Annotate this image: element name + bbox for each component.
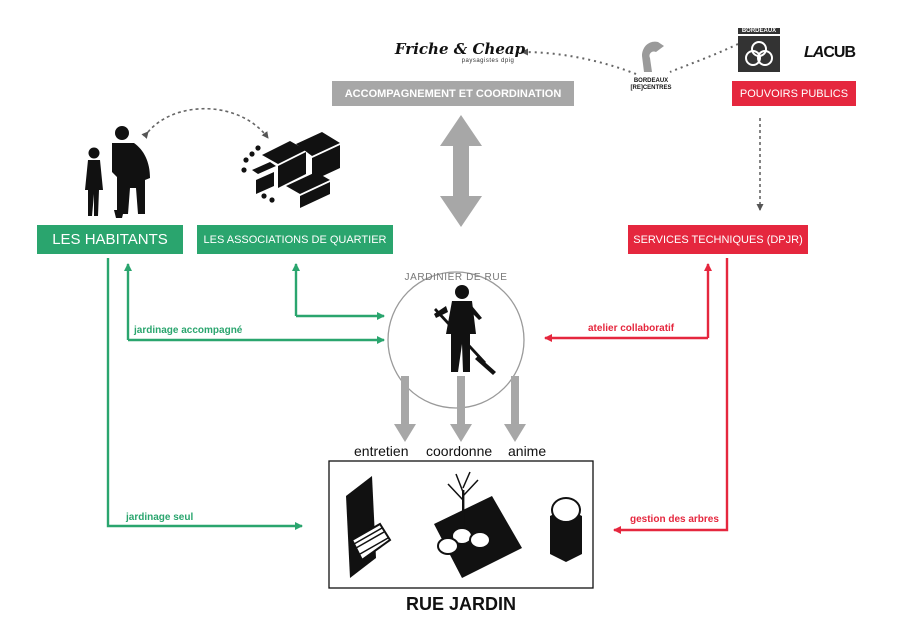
services-techniques-box: SERVICES TECHNIQUES (DPJR) xyxy=(628,225,808,254)
recentres-logo-text: BORDEAUX [RE]CENTRES xyxy=(630,78,672,91)
planting-bed-tree-icon xyxy=(434,471,522,578)
pouvoirs-publics-box: POUVOIRS PUBLICS xyxy=(732,81,856,106)
label-atelier-collaboratif: atelier collaboratif xyxy=(588,323,675,334)
dotted-link-people-associations xyxy=(141,107,269,139)
jardinier-circle xyxy=(387,271,525,409)
friche-subtitle: paysagistes dpig xyxy=(461,58,515,64)
vertical-garden-wall-icon xyxy=(346,476,392,578)
bordeaux-logo-label: BORDEAUX xyxy=(738,28,780,34)
lacub-logo: LACUB xyxy=(804,44,856,61)
friche-cheap-logo: Friche & Cheap paysagistes dpig xyxy=(392,40,528,64)
habitants-figures-icon xyxy=(85,126,150,218)
double-arrow-coordination xyxy=(440,115,482,227)
jardinier-figure-icon xyxy=(434,285,496,375)
red-line-gestion xyxy=(613,258,729,534)
action-anime: anime xyxy=(508,443,547,459)
bordeaux-triad-icon xyxy=(745,41,773,66)
tree-planter-box-icon xyxy=(550,497,582,562)
associations-box: LES ASSOCIATIONS DE QUARTIER xyxy=(197,225,393,254)
label-gestion-arbres: gestion des arbres xyxy=(630,514,719,525)
action-coordonne: coordonne xyxy=(426,443,493,459)
recentres-logo-icon xyxy=(642,41,664,72)
habitants-box: LES HABITANTS xyxy=(37,225,183,254)
green-line-habitants-seul xyxy=(106,258,303,530)
rue-jardin-title: RUE JARDIN xyxy=(405,594,516,614)
action-arrows xyxy=(394,376,526,442)
quartier-blocks-icon xyxy=(241,132,340,208)
rue-jardin-frame xyxy=(328,460,594,589)
label-jardinage-accompagne: jardinage accompagné xyxy=(134,325,243,336)
dotted-link-bordeaux-recentres xyxy=(669,43,739,73)
label-jardinage-seul: jardinage seul xyxy=(126,512,194,523)
dotted-link-recentres-friche xyxy=(521,48,637,75)
jardinier-title: JARDINIER DE RUE xyxy=(404,272,508,283)
action-entretien: entretien xyxy=(354,443,409,459)
coordination-box: ACCOMPAGNEMENT ET COORDINATION xyxy=(332,81,574,106)
friche-title: Friche & Cheap xyxy=(394,40,526,58)
